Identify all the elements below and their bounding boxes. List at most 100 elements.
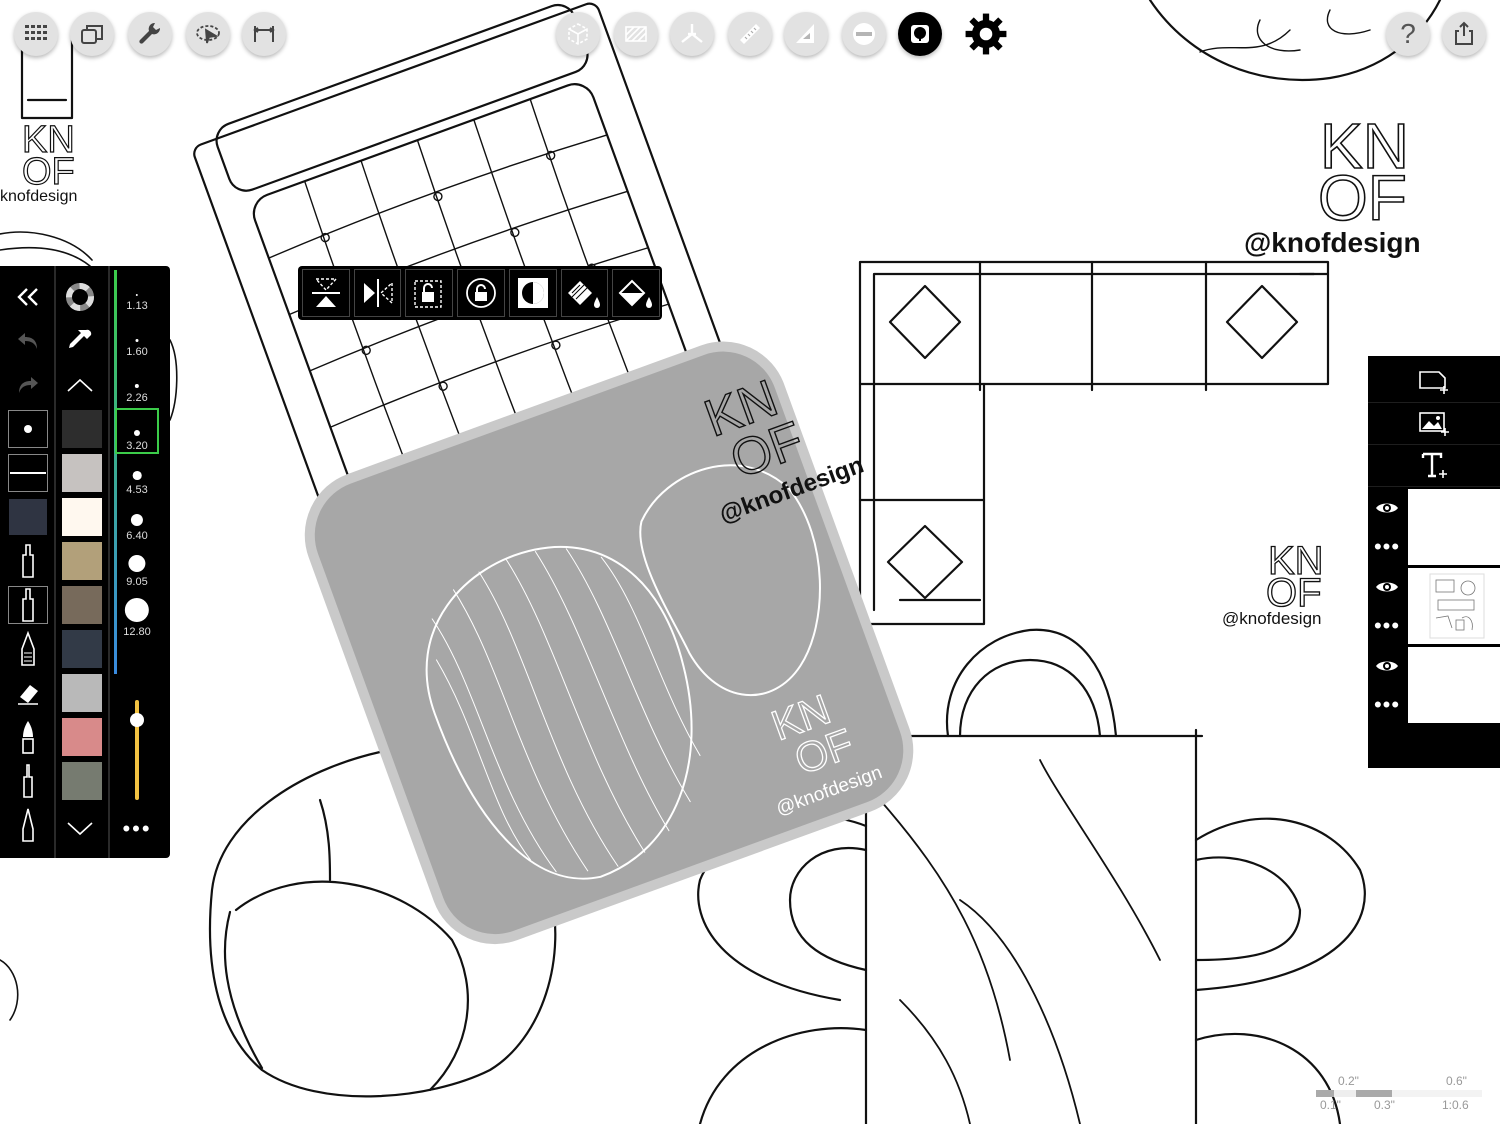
fineliner-tool-button[interactable] bbox=[8, 762, 48, 800]
brush-size-label: 1.13 bbox=[126, 300, 148, 312]
current-color-button[interactable] bbox=[8, 498, 48, 536]
layer-visibility-toggle[interactable] bbox=[1368, 567, 1406, 606]
dining-table-sketch bbox=[697, 628, 1366, 1124]
color-swatch[interactable] bbox=[62, 410, 102, 448]
lasso-icon bbox=[196, 25, 220, 44]
rug-selection[interactable] bbox=[293, 330, 925, 956]
dimension-button[interactable] bbox=[242, 12, 286, 56]
tree-stamp-icon bbox=[911, 25, 929, 43]
tools-button[interactable] bbox=[128, 12, 172, 56]
perspective-button[interactable] bbox=[670, 12, 714, 56]
brush-size-option[interactable]: 3.20 bbox=[115, 408, 159, 454]
color-swatch[interactable] bbox=[62, 630, 102, 668]
lasso-select-button[interactable] bbox=[186, 12, 230, 56]
layer-visibility-toggle[interactable] bbox=[1368, 488, 1406, 527]
add-image-button[interactable] bbox=[1368, 402, 1500, 445]
eye-icon bbox=[1376, 503, 1398, 512]
panel-divider bbox=[108, 266, 110, 858]
color-swatch[interactable] bbox=[62, 542, 102, 580]
settings-button[interactable] bbox=[964, 12, 1008, 56]
dot-brush-button[interactable] bbox=[8, 410, 48, 448]
layer-panel: ••• ••• ••• bbox=[1368, 356, 1500, 768]
invert-button[interactable] bbox=[508, 269, 557, 317]
brush-size-dot bbox=[124, 598, 150, 623]
brush-more-button[interactable]: ••• bbox=[122, 816, 152, 841]
undo-button[interactable] bbox=[8, 322, 48, 360]
layer-thumbnail[interactable] bbox=[1408, 568, 1500, 644]
add-text-button[interactable] bbox=[1368, 444, 1500, 487]
fill-pattern-button[interactable] bbox=[560, 269, 609, 317]
hatch-button[interactable] bbox=[614, 12, 658, 56]
swatches-scroll-down-button[interactable] bbox=[60, 810, 100, 848]
panel-divider bbox=[54, 266, 56, 858]
knof-logo-mid-right: KN OF @knofdesign bbox=[1222, 538, 1324, 628]
brush-tool-button[interactable] bbox=[8, 718, 48, 756]
brush-size-label: 6.40 bbox=[126, 530, 148, 542]
copy-icon bbox=[81, 25, 103, 44]
help-button[interactable]: ? bbox=[1386, 12, 1430, 56]
marker-tool-button[interactable] bbox=[8, 586, 48, 624]
opacity-knob[interactable] bbox=[130, 713, 144, 727]
collapse-panel-button[interactable] bbox=[8, 278, 48, 316]
image-icon bbox=[1419, 412, 1449, 436]
color-swatch[interactable] bbox=[62, 674, 102, 712]
brush-size-option[interactable]: 1.60 bbox=[115, 316, 159, 362]
unlock-rotation-button[interactable] bbox=[457, 269, 505, 317]
transform-button[interactable] bbox=[556, 12, 600, 56]
color-swatch[interactable] bbox=[62, 718, 102, 756]
layer-thumbnail[interactable] bbox=[1408, 647, 1500, 723]
color-swatch[interactable] bbox=[62, 762, 102, 800]
logo-kn-text: KN bbox=[1320, 110, 1409, 182]
armchair-sketch bbox=[208, 749, 557, 1098]
redo-button[interactable] bbox=[8, 366, 48, 404]
fineliner-icon bbox=[23, 764, 33, 798]
pen-tool-button[interactable] bbox=[8, 542, 48, 580]
copy-button[interactable] bbox=[70, 12, 114, 56]
layer-options-button[interactable]: ••• bbox=[1373, 612, 1401, 638]
ellipse-guide-button[interactable] bbox=[842, 12, 886, 56]
brush-size-option[interactable]: 1.13 bbox=[115, 270, 159, 316]
text-icon bbox=[1421, 452, 1447, 478]
pencil-tool-button[interactable] bbox=[8, 630, 48, 668]
brush-size-option[interactable]: 2.26 bbox=[115, 362, 159, 408]
color-wheel-button[interactable] bbox=[60, 278, 100, 316]
layer-thumbnail[interactable] bbox=[1408, 489, 1500, 565]
swatches-scroll-up-button[interactable] bbox=[60, 366, 100, 404]
fill-solid-button[interactable] bbox=[612, 269, 661, 317]
scale-ratio: 1:0.6 bbox=[1442, 1098, 1469, 1112]
color-swatch[interactable] bbox=[62, 454, 102, 492]
layer-row[interactable]: ••• bbox=[1368, 646, 1500, 724]
brush-size-dot bbox=[134, 383, 140, 388]
eyedropper-button[interactable] bbox=[60, 322, 100, 360]
gallery-button[interactable] bbox=[14, 12, 58, 56]
color-swatch[interactable] bbox=[62, 498, 102, 536]
brush-size-option[interactable]: 9.05 bbox=[115, 546, 159, 592]
layer-row[interactable]: ••• bbox=[1368, 488, 1500, 566]
brush-size-option[interactable]: 12.80 bbox=[115, 592, 159, 642]
stamp-button[interactable] bbox=[898, 12, 942, 56]
selection-toolbar bbox=[298, 266, 662, 320]
gear-icon bbox=[965, 13, 1007, 55]
layer-visibility-toggle[interactable] bbox=[1368, 646, 1406, 685]
flip-vertical-button[interactable] bbox=[302, 269, 350, 317]
line-brush-button[interactable] bbox=[8, 454, 48, 492]
current-color-swatch bbox=[9, 499, 47, 535]
brush-size-option[interactable]: 6.40 bbox=[115, 500, 159, 546]
share-button[interactable] bbox=[1442, 12, 1486, 56]
flip-horizontal-button[interactable] bbox=[353, 269, 402, 317]
ruler-button[interactable] bbox=[728, 12, 772, 56]
layer-options-button[interactable]: ••• bbox=[1373, 691, 1401, 717]
layer-options-button[interactable]: ••• bbox=[1373, 533, 1401, 559]
logo-handle-text: @knofdesign bbox=[1244, 227, 1421, 258]
brush-size-option[interactable]: 4.53 bbox=[115, 454, 159, 500]
triangle-ruler-button[interactable] bbox=[784, 12, 828, 56]
add-layer-button[interactable] bbox=[1368, 360, 1500, 403]
logo-kn-text: KN bbox=[22, 119, 75, 161]
layer-row[interactable]: ••• bbox=[1368, 567, 1500, 645]
ballpoint-tool-button[interactable] bbox=[8, 806, 48, 844]
unlock-scale-button[interactable] bbox=[405, 269, 454, 317]
eraser-tool-button[interactable] bbox=[8, 674, 48, 712]
color-swatch[interactable] bbox=[62, 586, 102, 624]
opacity-slider[interactable] bbox=[127, 696, 147, 802]
